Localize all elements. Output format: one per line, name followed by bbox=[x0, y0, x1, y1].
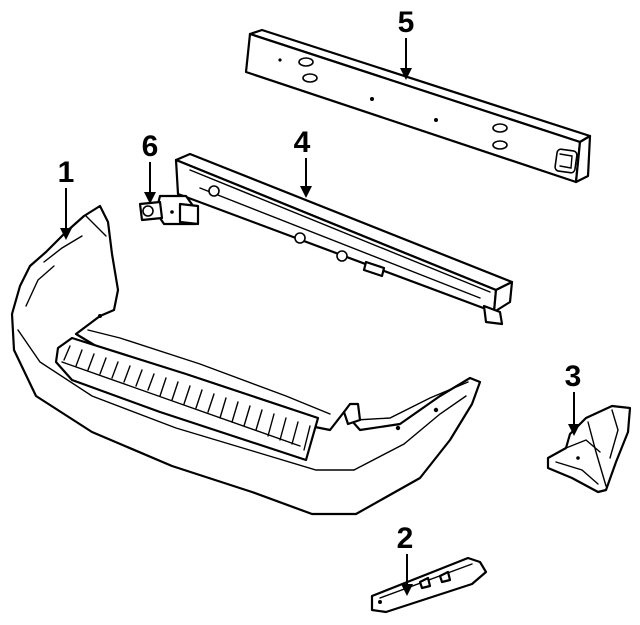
callout-5: 5 bbox=[398, 6, 415, 39]
leader-lines bbox=[60, 38, 580, 596]
part-4-energy-absorber bbox=[174, 152, 514, 326]
part-6-sensor bbox=[138, 194, 200, 226]
step-pad-ribs bbox=[61, 345, 311, 451]
part-3-corner-extension bbox=[546, 404, 632, 494]
part-1-bumper-cover bbox=[10, 204, 482, 516]
callout-2: 2 bbox=[397, 522, 414, 555]
callout-4: 4 bbox=[294, 126, 311, 159]
callout-3: 3 bbox=[565, 360, 582, 393]
part-5-reinforcement-beam bbox=[244, 28, 592, 184]
callout-6: 6 bbox=[142, 130, 159, 163]
part-2-reflector bbox=[370, 556, 488, 614]
callout-1: 1 bbox=[58, 156, 75, 189]
